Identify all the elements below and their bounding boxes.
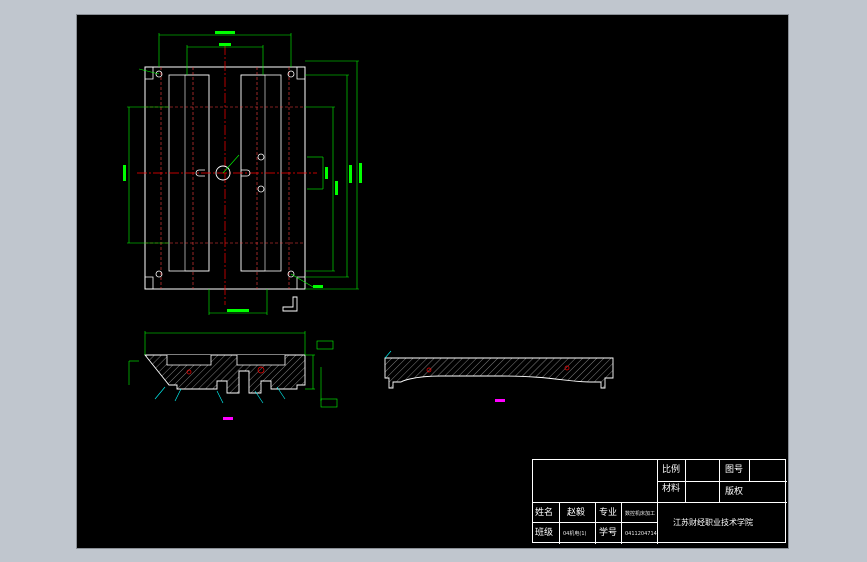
- section-right-hole-right: [564, 365, 570, 371]
- tb-line-h1: [657, 481, 787, 482]
- class-value: 04机电(1): [563, 531, 587, 537]
- top-view: [123, 31, 362, 315]
- title-block: 比例 图号 材料 版权 姓名 赵毅 专业 数控机床加工 班级 04机电(1) 学…: [532, 459, 787, 544]
- bracket-symbol: [282, 296, 298, 312]
- screw-hole-bottom-right: [287, 270, 295, 278]
- tb-line-v1: [657, 460, 658, 544]
- cad-drawing-canvas: [123, 31, 614, 420]
- section-left-pocket: [166, 355, 212, 366]
- center-lines: [137, 45, 317, 305]
- dimension-marks: [123, 31, 362, 312]
- section-left-hole-right: [257, 366, 265, 374]
- tb-line-v7: [621, 502, 622, 544]
- screw-hole-mid-upper: [257, 153, 265, 161]
- tb-line-v4: [749, 460, 750, 481]
- student-no-label: 学号: [599, 528, 618, 538]
- section-right-body: [384, 357, 614, 389]
- screw-hole-top-left: [155, 70, 163, 78]
- screw-hole-top-right: [287, 70, 295, 78]
- screw-hole-bottom-left: [155, 270, 163, 278]
- section-left-dimensions: [128, 331, 338, 408]
- section-left-hole: [186, 369, 192, 375]
- version-label: 版权: [725, 487, 744, 497]
- tb-line-h2: [657, 502, 787, 503]
- tb-line-v3: [719, 460, 720, 502]
- name-value: 赵毅: [567, 508, 586, 518]
- name-label: 姓名: [535, 508, 554, 518]
- section-left-leaders: [154, 386, 286, 404]
- section-view-left: [128, 331, 338, 420]
- tb-line-v2: [685, 460, 686, 502]
- center-slot: [195, 169, 205, 177]
- corner-notch-bottom-right: [296, 276, 305, 289]
- drawing-no-label: 图号: [725, 465, 744, 475]
- section-right-leader: [384, 350, 392, 359]
- school-name: 江苏财经职业技术学院: [673, 518, 753, 527]
- dimension-lines: [127, 33, 359, 315]
- student-no-value: 0411204714: [625, 531, 657, 537]
- center-slot-right: [241, 169, 251, 177]
- tb-line-v6: [595, 502, 596, 544]
- corner-notch-top-left: [145, 67, 154, 80]
- major-label: 专业: [599, 508, 618, 518]
- drawing-sheet: 比例 图号 材料 版权 姓名 赵毅 专业 数控机床加工 班级 04机电(1) 学…: [76, 14, 789, 549]
- class-label: 班级: [535, 528, 554, 538]
- center-hole: [215, 165, 231, 181]
- screw-hole-mid-lower: [257, 185, 265, 193]
- major-value: 数控机床加工: [625, 511, 656, 517]
- section-right-title-mark: [495, 399, 505, 402]
- section-right-hole-left: [426, 367, 432, 373]
- material-label: 材料: [662, 484, 681, 494]
- tb-line-v5: [559, 502, 560, 544]
- scale-label: 比例: [662, 465, 681, 475]
- corner-notch-bottom-left: [145, 276, 154, 289]
- section-view-right: [384, 350, 614, 402]
- section-left-pocket-right: [236, 355, 286, 366]
- corner-notch-top-right: [296, 67, 305, 80]
- section-left-title-mark: [223, 417, 233, 420]
